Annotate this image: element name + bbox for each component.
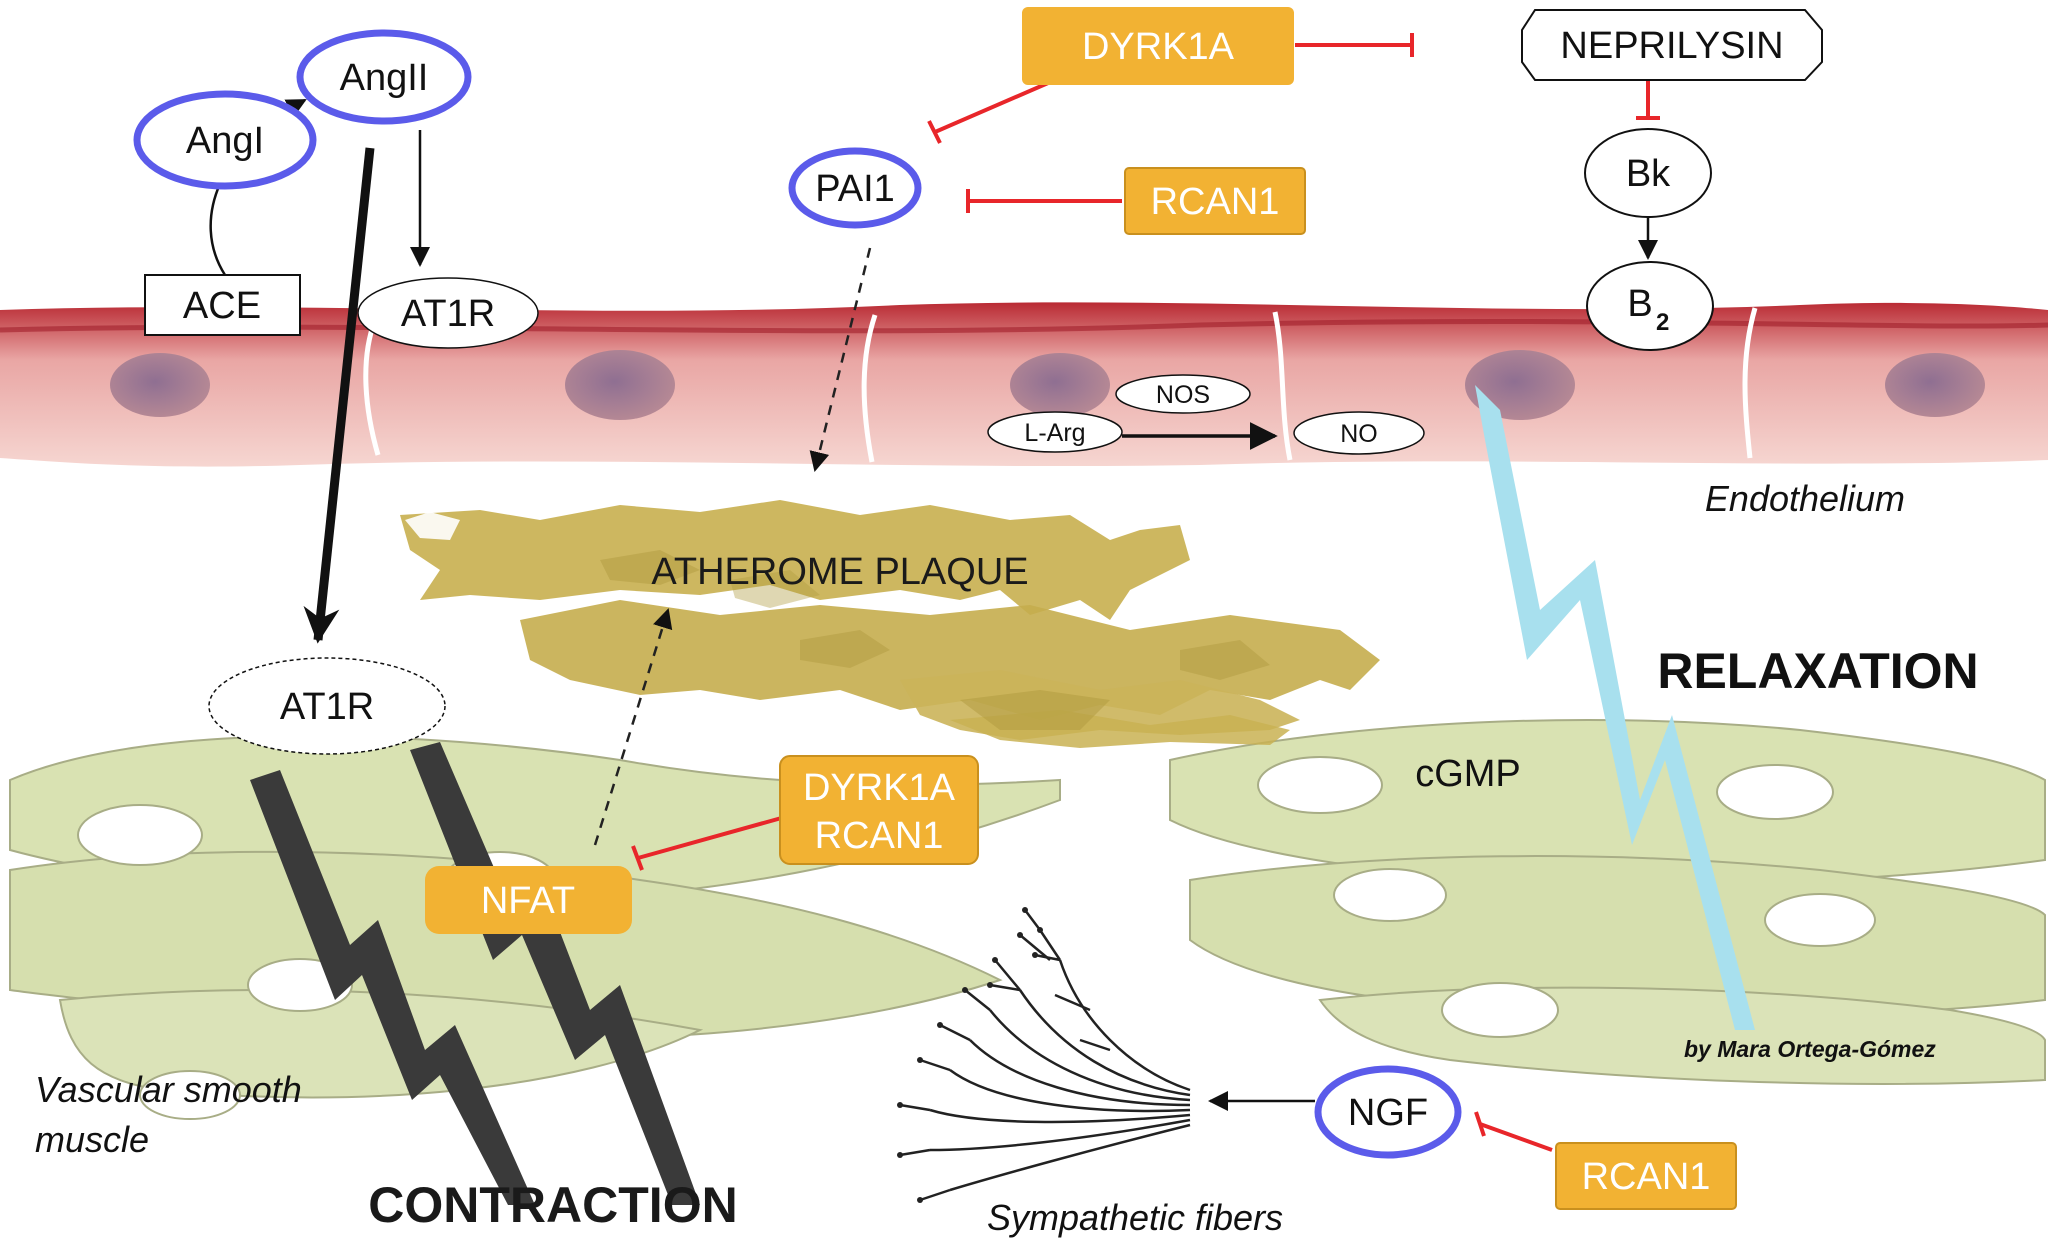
dyrk1a-mid-label: DYRK1A — [803, 767, 956, 809]
node-ace: ACE — [144, 274, 301, 336]
at1r-muscle-label: AT1R — [280, 686, 374, 728]
node-at1r-endothelium: AT1R — [357, 277, 539, 349]
node-neprilysin: NEPRILYSIN — [1521, 9, 1823, 81]
rcan1-mid-label: RCAN1 — [815, 815, 944, 857]
pai1-label: PAI1 — [815, 168, 895, 210]
at1r-endo-label: AT1R — [401, 293, 495, 335]
node-angii: AngII — [296, 29, 472, 125]
node-b2: B 2 — [1586, 261, 1714, 351]
node-bk: Bk — [1584, 128, 1712, 218]
vascular-smooth-muscle-label-line2: muscle — [35, 1119, 149, 1160]
node-pai1: PAI1 — [788, 147, 922, 229]
b2-subscript: 2 — [1656, 309, 1669, 336]
sympathetic-fibers — [899, 909, 1191, 1202]
node-rcan1-top: RCAN1 — [1124, 167, 1306, 235]
sympathetic-fiber-terminals — [897, 907, 1043, 1203]
dyrk1a-top-label: DYRK1A — [1082, 26, 1235, 68]
rcan1-bottom-label: RCAN1 — [1582, 1156, 1711, 1198]
sympathetic-fibers-label: Sympathetic fibers — [987, 1197, 1283, 1238]
rcan1-top-label: RCAN1 — [1151, 181, 1280, 223]
node-ngf: NGF — [1314, 1065, 1462, 1159]
angi-label: AngI — [186, 120, 264, 162]
vascular-smooth-muscle-label-line1: Vascular smooth — [35, 1069, 302, 1110]
contraction-bolts — [250, 742, 700, 1205]
nfat-label: NFAT — [481, 880, 575, 922]
node-larg: L-Arg — [987, 411, 1123, 453]
ngf-label: NGF — [1348, 1092, 1428, 1134]
node-dyrk1a-rcan1: DYRK1A RCAN1 — [779, 755, 979, 865]
bk-label: Bk — [1626, 153, 1671, 195]
angii-label: AngII — [340, 57, 429, 99]
inhibition-lines — [631, 33, 1660, 1152]
node-dyrk1a-top: DYRK1A — [1022, 7, 1294, 85]
node-angi: AngI — [133, 90, 317, 190]
activation-arrows — [209, 98, 1658, 1111]
neprilysin-label: NEPRILYSIN — [1560, 25, 1783, 67]
relaxation-bolt — [1475, 385, 1755, 1030]
endothelium-layer — [0, 302, 2048, 467]
nos-label: NOS — [1156, 381, 1210, 409]
ace-label: ACE — [183, 285, 261, 327]
cgmp-label: cGMP — [1415, 753, 1521, 795]
contraction-label: CONTRACTION — [368, 1177, 737, 1233]
larg-label: L-Arg — [1024, 419, 1085, 447]
node-nos: NOS — [1115, 374, 1251, 414]
author-credit: by Mara Ortega-Gómez — [1684, 1036, 1936, 1062]
relaxation-label: RELAXATION — [1657, 643, 1978, 699]
endothelium-label: Endothelium — [1705, 478, 1905, 519]
b2-label: B — [1627, 283, 1652, 325]
node-no: NO — [1293, 411, 1425, 455]
node-nfat: NFAT — [425, 866, 632, 934]
node-at1r-muscle: AT1R — [208, 657, 446, 755]
no-label: NO — [1340, 420, 1378, 448]
atherome-plaque — [400, 500, 1380, 748]
node-rcan1-bottom: RCAN1 — [1555, 1142, 1737, 1210]
atherome-plaque-label: ATHEROME PLAQUE — [651, 551, 1028, 593]
